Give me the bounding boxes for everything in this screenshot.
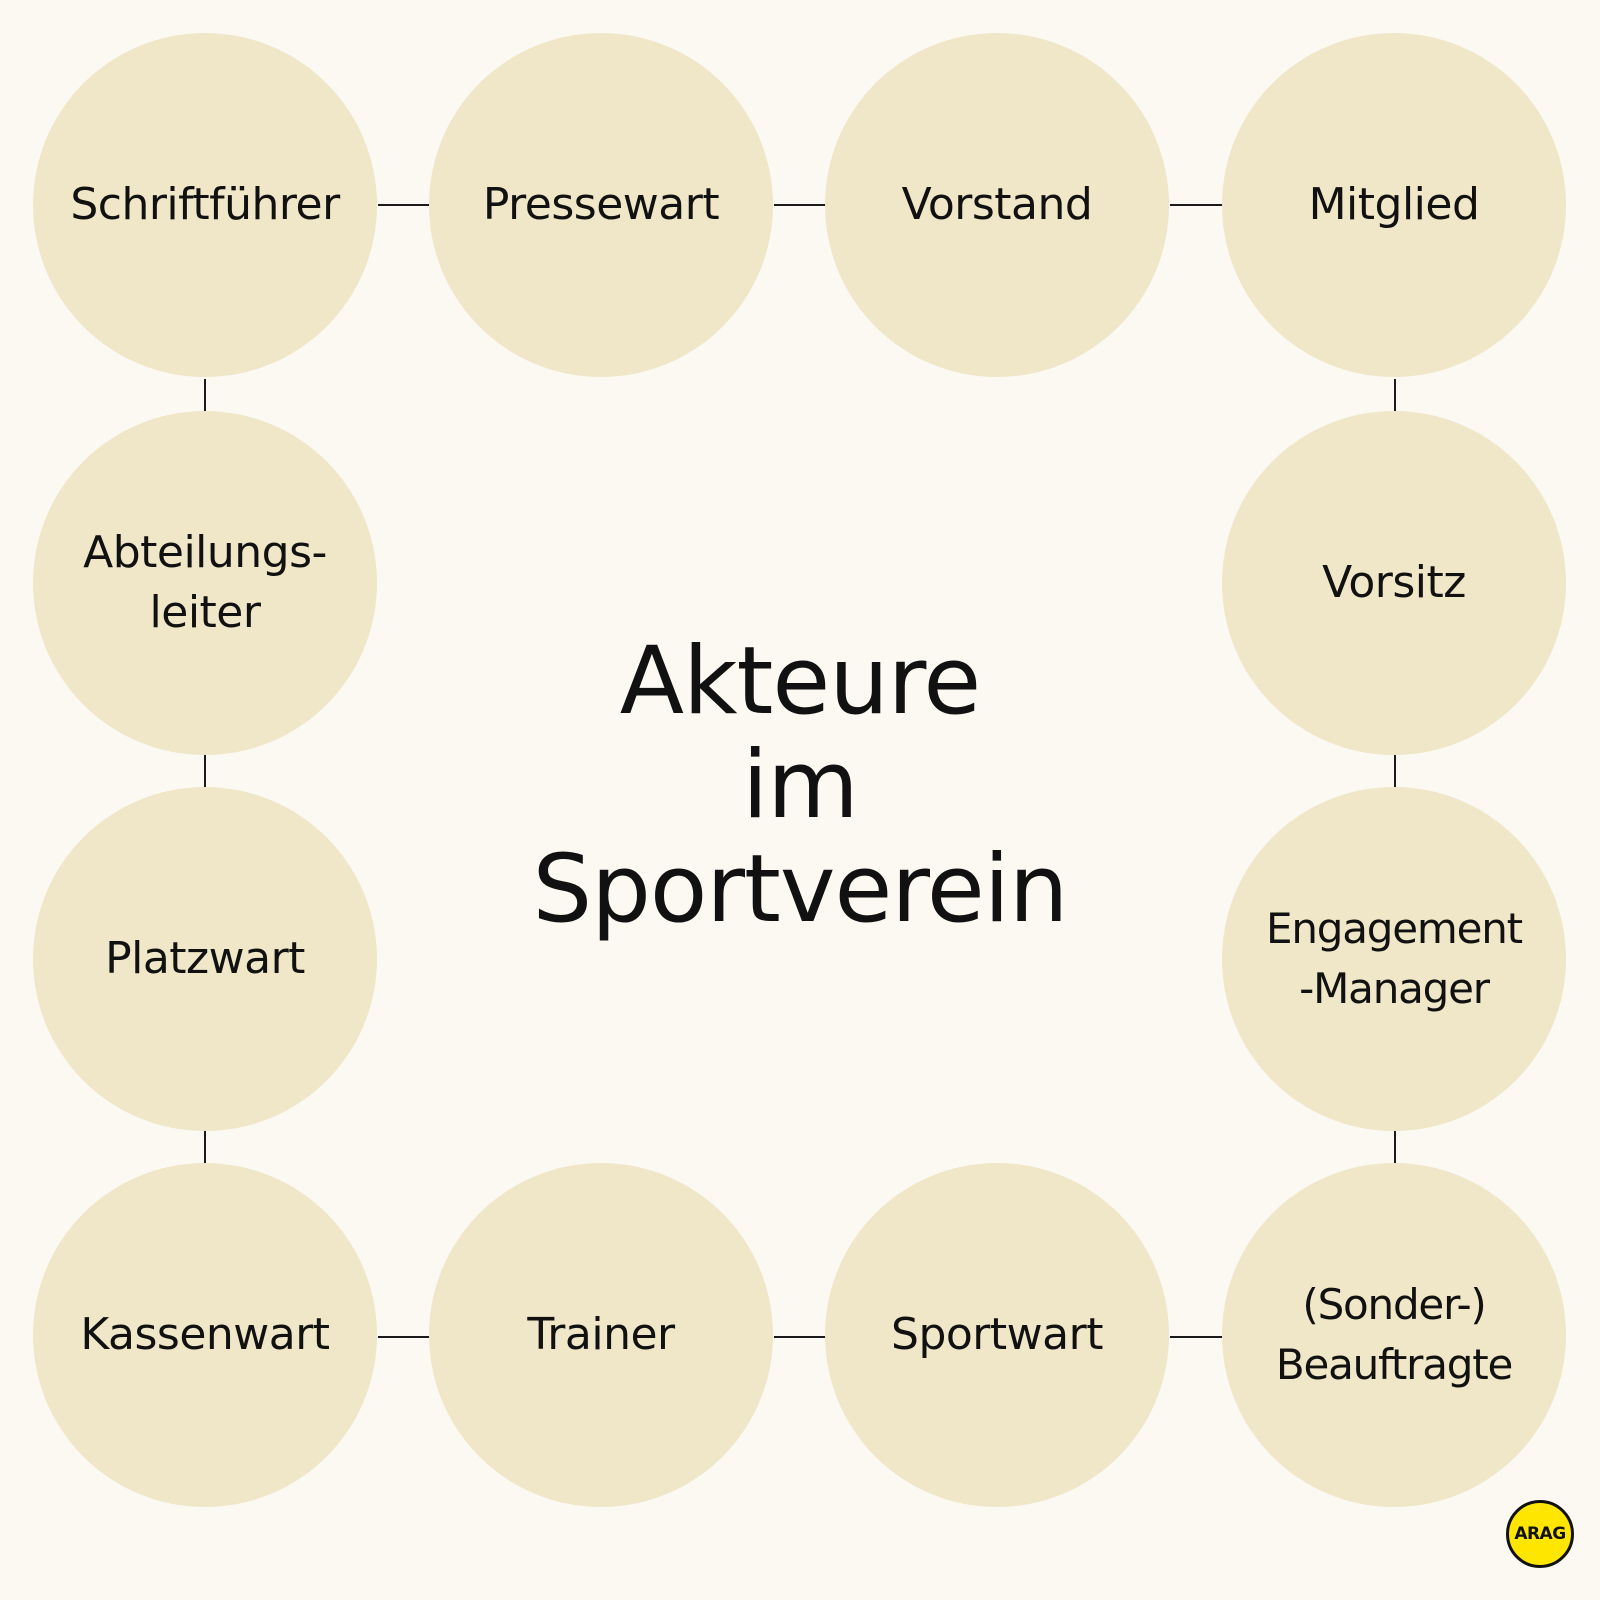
- node-platzwart: Platzwart: [33, 787, 377, 1131]
- connector: [378, 204, 430, 206]
- node-trainer: Trainer: [429, 1163, 773, 1507]
- node-label: Sportwart: [891, 1309, 1103, 1360]
- node-mitglied: Mitglied: [1222, 33, 1566, 377]
- node-vorsitz: Vorsitz: [1222, 411, 1566, 755]
- node-label: Mitglied: [1308, 179, 1480, 230]
- connector: [1394, 379, 1396, 411]
- node-label: Schriftführer: [70, 179, 340, 230]
- connector: [204, 379, 206, 411]
- connector: [1170, 1336, 1222, 1338]
- connector: [204, 755, 206, 787]
- node-label: Pressewart: [482, 179, 720, 230]
- node-label: Vorsitz: [1322, 557, 1466, 608]
- node-pressewart: Pressewart: [429, 33, 773, 377]
- node-label: Platzwart: [105, 933, 305, 984]
- connector: [1394, 1131, 1396, 1163]
- connector: [774, 1336, 826, 1338]
- node-abteilungsleiter: Abteilungs- leiter: [33, 411, 377, 755]
- node-label: (Sonder-) Beauftragte: [1275, 1280, 1514, 1389]
- node-schriftfuehrer: Schriftführer: [33, 33, 377, 377]
- arag-logo-icon: ARAG: [1506, 1500, 1574, 1568]
- connector: [1394, 755, 1396, 787]
- node-kassenwart: Kassenwart: [33, 1163, 377, 1507]
- node-label: Trainer: [527, 1309, 675, 1360]
- node-label: Engagement -Manager: [1266, 904, 1523, 1013]
- connector: [378, 1336, 430, 1338]
- connector: [1170, 204, 1222, 206]
- node-sportwart: Sportwart: [825, 1163, 1169, 1507]
- node-label: Vorstand: [901, 179, 1093, 230]
- node-label: Abteilungs- leiter: [83, 527, 327, 638]
- connector: [204, 1131, 206, 1163]
- node-label: Kassenwart: [80, 1309, 330, 1360]
- node-sonder-beauftragte: (Sonder-) Beauftragte: [1222, 1163, 1566, 1507]
- node-engagement-manager: Engagement -Manager: [1222, 787, 1566, 1131]
- diagram-title: Akteure im Sportverein: [532, 627, 1069, 944]
- node-vorstand: Vorstand: [825, 33, 1169, 377]
- connector: [774, 204, 826, 206]
